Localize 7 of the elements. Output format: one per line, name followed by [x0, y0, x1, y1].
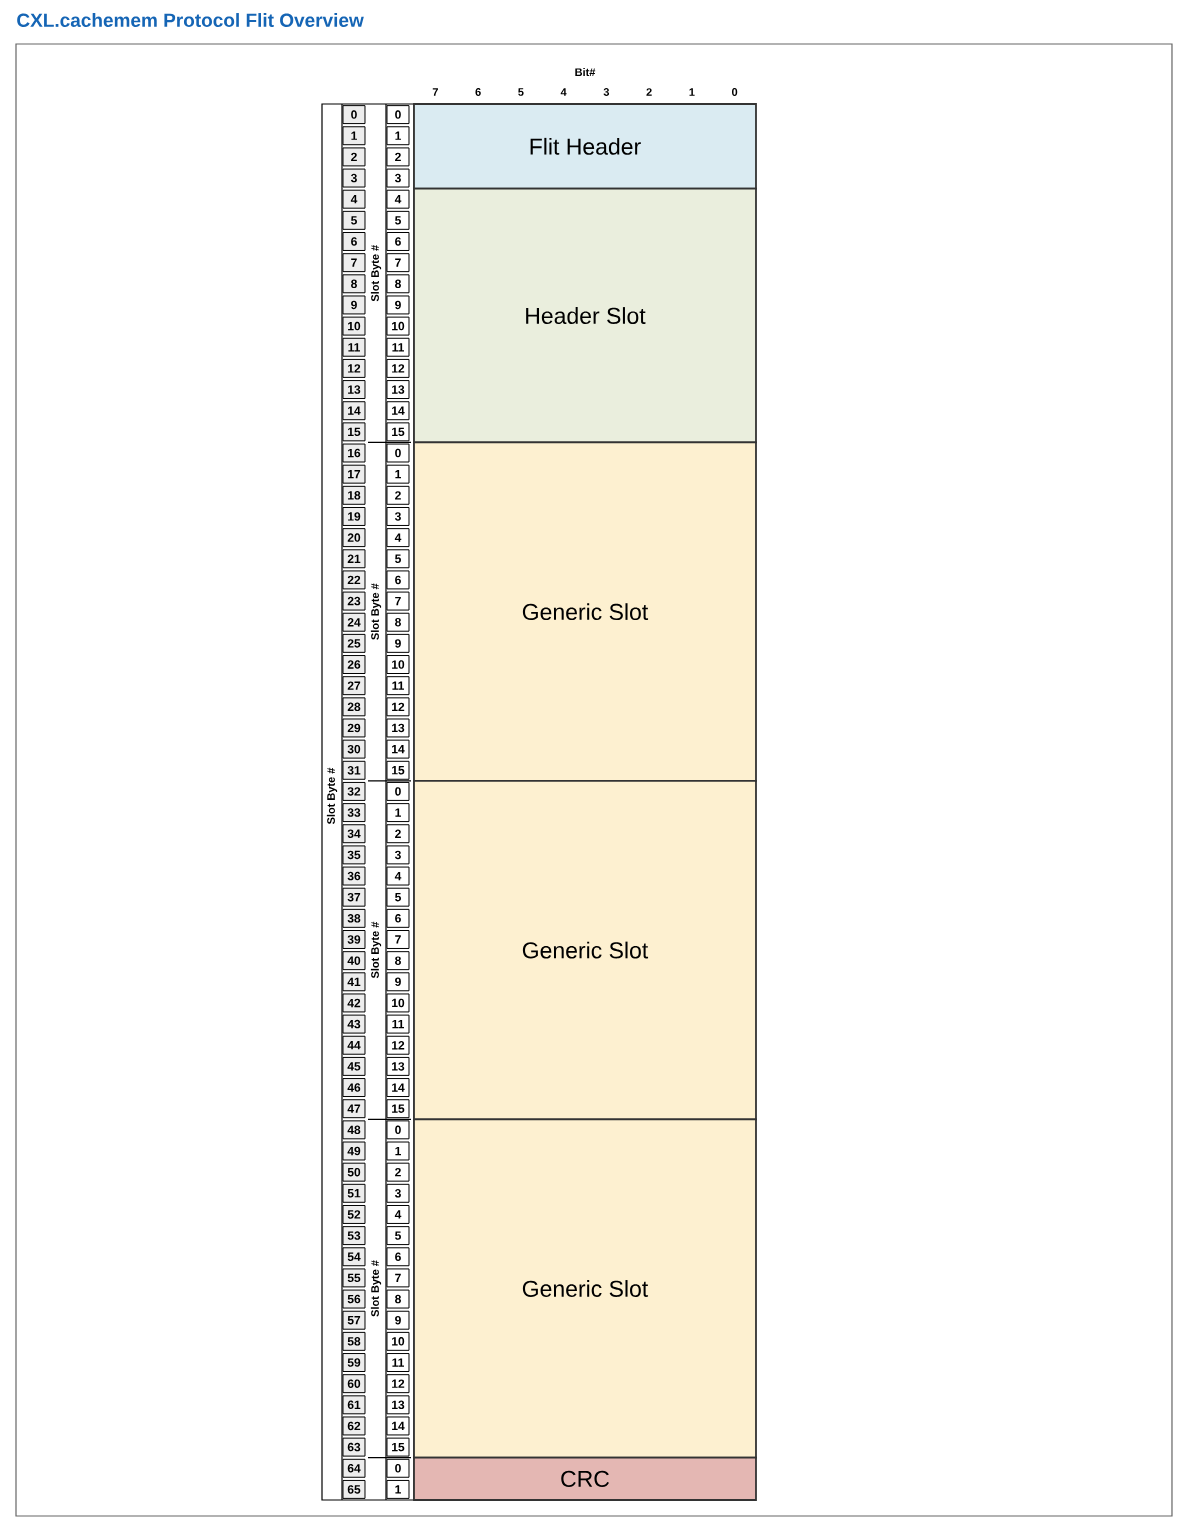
slot-box: CRC	[413, 1456, 757, 1501]
slot-box: Flit Header	[413, 103, 757, 190]
slot-box: Generic Slot	[413, 441, 757, 782]
slot-box: Generic Slot	[413, 1118, 757, 1459]
slot-box: Generic Slot	[413, 779, 757, 1121]
slot-box: Header Slot	[413, 187, 757, 444]
title: CXL.cachemem Protocol Flit Overview	[17, 13, 364, 27]
